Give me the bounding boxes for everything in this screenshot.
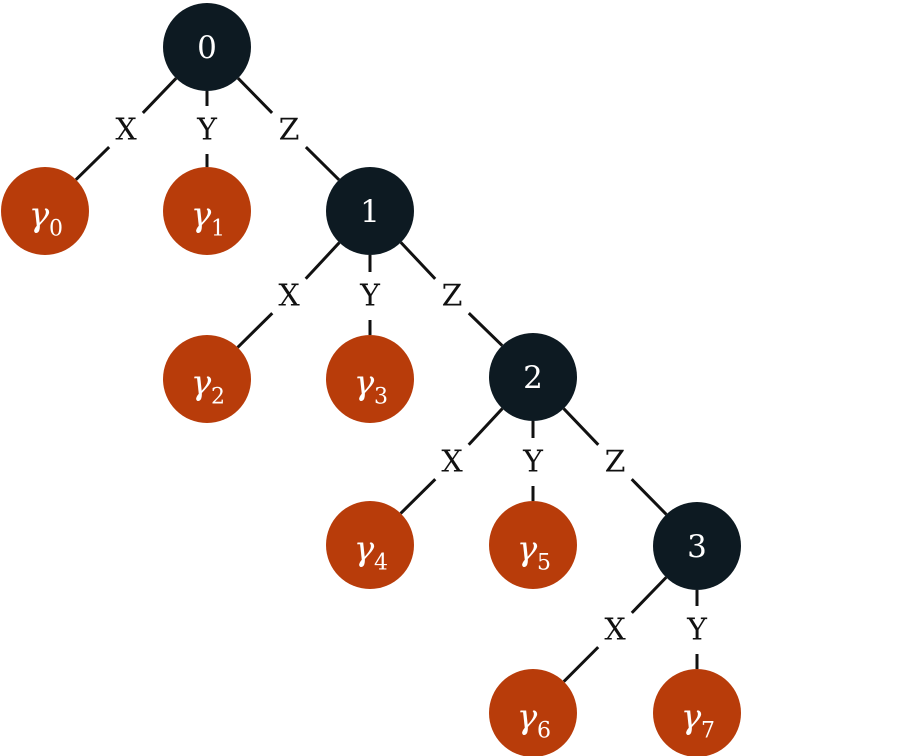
edge-n0-n1-upper	[236, 77, 274, 115]
internal-node-0: 0	[163, 3, 251, 91]
leaf-node-circle	[489, 669, 577, 756]
leaf-index: 6	[537, 719, 551, 744]
leaf-symbol: γ	[191, 195, 212, 235]
leaf-symbol: γ	[191, 363, 212, 403]
leaf-node-circle	[326, 501, 414, 589]
internal-node-label: 1	[360, 194, 380, 230]
leaf-symbol: γ	[517, 697, 538, 737]
internal-nodes: 0 1 2 3	[163, 3, 741, 590]
internal-node-2: 2	[489, 333, 577, 421]
edge-n3-l6-upper	[630, 576, 668, 614]
edge-label-n2-l5: Y	[522, 445, 544, 480]
internal-node-label: 2	[523, 360, 543, 396]
internal-node-3: 3	[653, 502, 741, 590]
edge-n3-l6-lower	[562, 646, 600, 683]
leaf-symbol: γ	[517, 529, 538, 569]
edge-label-n1-l3: Y	[359, 279, 381, 314]
edge-n0-l0-upper	[141, 77, 178, 114]
leaf-index: 5	[537, 551, 551, 576]
internal-node-label: 0	[197, 30, 217, 66]
edge-n2-n3-lower	[630, 478, 668, 516]
edge-n1-l2-upper	[304, 241, 341, 280]
leaf-node-circle	[163, 167, 251, 255]
leaf-symbol: γ	[354, 529, 375, 569]
leaf-index: 2	[211, 385, 225, 410]
edge-label-n2-l4: X	[441, 445, 463, 480]
edges	[74, 77, 699, 683]
internal-node-label: 3	[687, 529, 707, 565]
leaf-node-circle	[489, 501, 577, 589]
edge-label-n0-n1: Z	[279, 113, 300, 148]
leaf-node-circle	[1, 167, 89, 255]
leaf-index: 4	[374, 551, 388, 576]
edge-n2-n3-upper	[562, 407, 600, 446]
edge-n0-n1-lower	[304, 145, 341, 181]
internal-node-circle	[489, 333, 577, 421]
edge-label-n0-l0: X	[115, 113, 137, 148]
leaf-index: 0	[49, 217, 63, 242]
edge-label-n3-l6: X	[604, 613, 626, 648]
edge-label-n1-n2: Z	[442, 279, 463, 314]
leaf-node-circle	[653, 669, 741, 756]
edge-n2-l4-upper	[467, 407, 504, 446]
leaf-symbol: γ	[681, 697, 702, 737]
edge-labels: X Y Z X Y Z X Y Z X Y	[115, 113, 708, 648]
leaf-index: 3	[374, 385, 388, 410]
edge-label-n2-n3: Z	[605, 445, 626, 480]
edge-label-n0-l1: Y	[196, 113, 218, 148]
leaf-symbol: γ	[29, 195, 50, 235]
edge-label-n3-l7: Y	[686, 613, 708, 648]
internal-node-circle	[653, 502, 741, 590]
internal-node-circle	[163, 3, 251, 91]
edge-n2-l4-lower	[399, 478, 437, 515]
edge-label-n1-l2: X	[278, 279, 300, 314]
edge-n1-l2-lower	[236, 312, 274, 349]
edge-n0-l0-lower	[74, 146, 111, 181]
edge-n1-n2-upper	[399, 241, 437, 280]
internal-node-1: 1	[326, 167, 414, 255]
leaf-symbol: γ	[354, 363, 375, 403]
edge-n1-n2-lower	[467, 312, 504, 347]
leaf-index: 7	[701, 719, 715, 744]
leaf-node-circle	[326, 335, 414, 423]
leaf-index: 1	[211, 217, 225, 242]
leaf-node-circle	[163, 335, 251, 423]
internal-node-circle	[326, 167, 414, 255]
